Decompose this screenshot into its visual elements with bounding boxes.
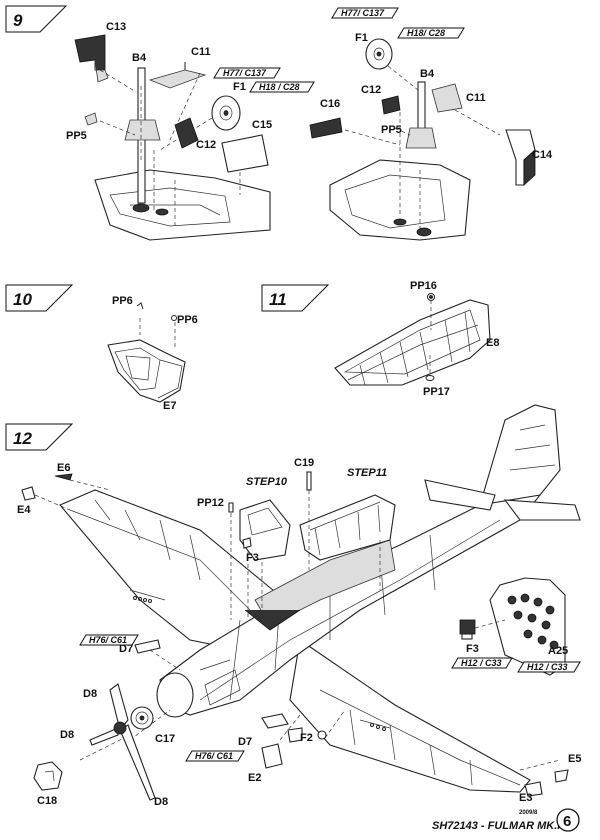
label-pp6-a: PP6 xyxy=(112,295,133,307)
label-c11: C11 xyxy=(191,46,211,58)
label-pp12: PP12 xyxy=(197,497,224,509)
ref-box-h77-left: H77/ C137 xyxy=(213,67,281,79)
label-d7-a: D7 xyxy=(119,643,133,655)
label-d8-a: D8 xyxy=(83,688,97,700)
page-number: 6 xyxy=(563,813,571,830)
footer-title: SH72143 - FULMAR MK.I xyxy=(432,820,561,832)
step-12-number: 12 xyxy=(13,429,32,448)
ref-box-h18-left: H18 / C28 xyxy=(249,81,315,93)
step-11-badge: 11 xyxy=(261,284,330,312)
label-e3: E3 xyxy=(519,792,532,804)
label-e5: E5 xyxy=(568,753,581,765)
label-c15: C15 xyxy=(252,119,272,131)
svg-text:H76/ C61: H76/ C61 xyxy=(89,635,127,645)
svg-text:H12 / C33: H12 / C33 xyxy=(527,662,568,672)
svg-text:H77/ C137: H77/ C137 xyxy=(341,8,385,18)
svg-text:H77/ C137: H77/ C137 xyxy=(223,68,267,78)
ref-box-h18-right: H18/ C28 xyxy=(397,27,465,39)
step-9-number: 9 xyxy=(13,11,23,30)
label-pp5: PP5 xyxy=(66,130,87,142)
label-e8: E8 xyxy=(486,337,499,349)
label-e4: E4 xyxy=(17,504,31,516)
label-pp5-right: PP5 xyxy=(381,124,402,136)
label-b4-right: B4 xyxy=(420,68,435,80)
step-9-right-drawing xyxy=(309,38,536,241)
step-9-badge: 9 xyxy=(5,5,68,33)
label-f2: F2 xyxy=(300,732,313,744)
label-pp17: PP17 xyxy=(423,386,450,398)
step-9-left-drawing xyxy=(74,34,271,241)
label-pp6-b: PP6 xyxy=(177,314,198,326)
label-f1: F1 xyxy=(233,81,246,93)
ref-box-h12-b: H12 / C33 xyxy=(517,661,581,673)
step-10-badge: 10 xyxy=(5,284,74,312)
label-c12-right: C12 xyxy=(361,84,381,96)
label-step10-ref: STEP10 xyxy=(246,476,288,488)
ref-box-h12-a: H12 / C33 xyxy=(451,657,513,669)
svg-text:H76/ C61: H76/ C61 xyxy=(195,751,233,761)
footer-date: 2009/8 xyxy=(519,810,538,816)
label-d7-b: D7 xyxy=(238,736,252,748)
label-f1-right: F1 xyxy=(355,32,368,44)
label-b4: B4 xyxy=(132,52,147,64)
step-10-number: 10 xyxy=(13,290,32,309)
label-a25: A25 xyxy=(548,645,568,657)
label-e2: E2 xyxy=(248,772,261,784)
step-12-badge: 12 xyxy=(5,423,74,451)
label-c13: C13 xyxy=(106,21,126,33)
ref-box-h76-a: H76/ C61 xyxy=(79,634,139,646)
ref-box-h77-right: H77/ C137 xyxy=(331,7,399,19)
page-number-badge: 6 xyxy=(556,808,580,832)
label-d8-c: D8 xyxy=(154,796,168,808)
label-e7: E7 xyxy=(163,400,176,412)
step-11-number: 11 xyxy=(269,290,287,309)
label-f3-b: F3 xyxy=(466,643,479,655)
label-e6: E6 xyxy=(57,462,70,474)
step-11-drawing xyxy=(334,293,491,386)
label-c12: C12 xyxy=(196,139,216,151)
ref-box-h76-b: H76/ C61 xyxy=(185,750,245,762)
label-pp16: PP16 xyxy=(410,280,437,292)
step-10-drawing xyxy=(107,302,186,403)
label-c11-right: C11 xyxy=(466,92,486,104)
label-d8-b: D8 xyxy=(60,729,74,741)
label-c17: C17 xyxy=(155,733,175,745)
label-c14: C14 xyxy=(532,149,553,161)
svg-text:H18/ C28: H18/ C28 xyxy=(407,28,445,38)
svg-text:H12 / C33: H12 / C33 xyxy=(461,658,502,668)
label-f3: F3 xyxy=(246,552,259,564)
label-c18: C18 xyxy=(37,795,57,807)
label-c16: C16 xyxy=(320,98,340,110)
aircraft-drawing xyxy=(21,404,581,801)
label-step11-ref: STEP11 xyxy=(347,467,387,479)
svg-text:H18 / C28: H18 / C28 xyxy=(259,82,300,92)
label-c19: C19 xyxy=(294,457,314,469)
